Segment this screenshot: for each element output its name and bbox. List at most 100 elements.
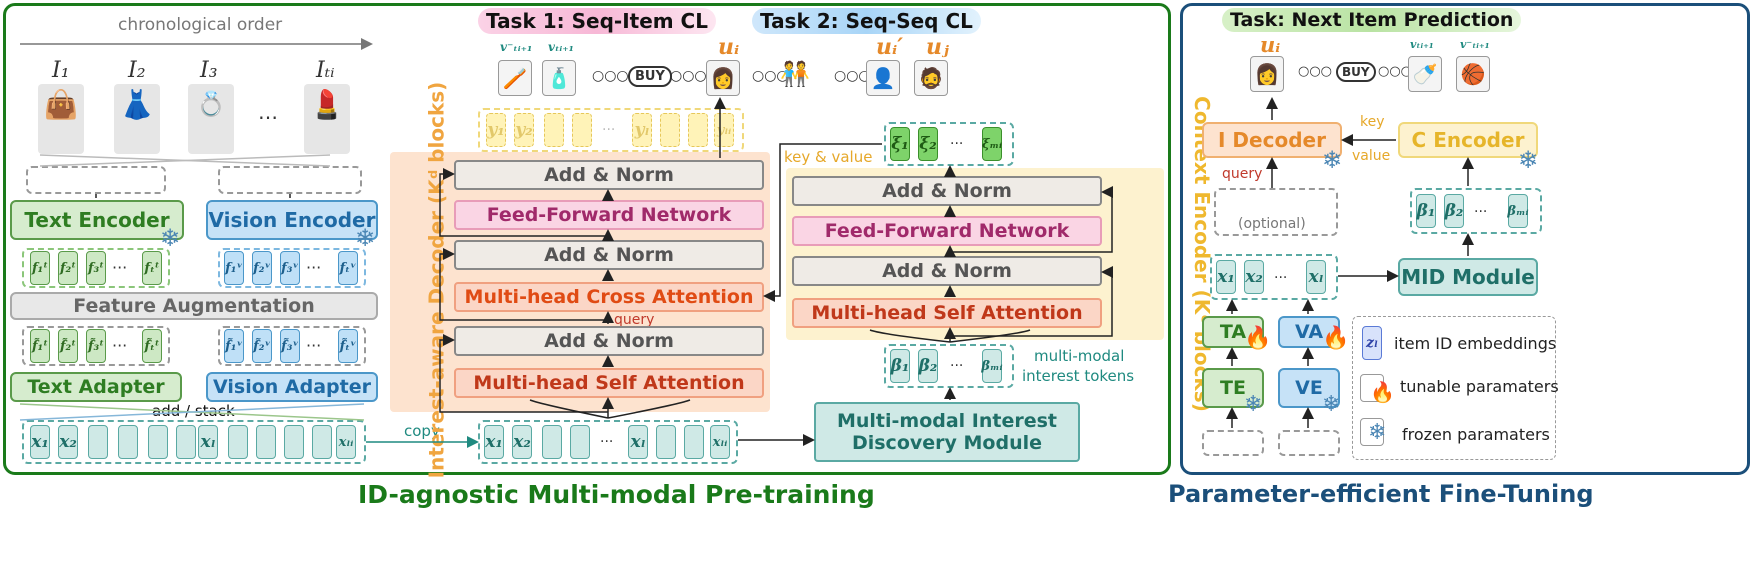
context-token: ξ₂	[918, 127, 938, 161]
item-sequence-group	[22, 420, 366, 464]
interest-token: β₂	[918, 349, 938, 383]
lipstick-icon: 💄	[309, 88, 345, 121]
legend-tunable: tunable paramaters	[1400, 377, 1559, 396]
dots: ○○○	[670, 68, 707, 84]
seq-token	[118, 425, 138, 459]
item-card-earrings: 💍	[188, 84, 234, 154]
optional-id-group	[1214, 188, 1338, 236]
user-icon: 🧔	[918, 66, 944, 90]
rp-item-ellipsis: ···	[1274, 270, 1288, 286]
rp-item-token: x₂	[1244, 260, 1264, 294]
vision-aug-feature: f̃ₜᵛ	[338, 329, 358, 363]
fire-icon: 🔥	[1322, 326, 1350, 351]
text-feature: f₂ᵗ	[58, 251, 78, 285]
text-aug-feature: f̃₁ᵗ	[30, 329, 50, 363]
handbag-icon: 👜	[43, 88, 79, 121]
fire-icon: 🔥	[1244, 326, 1272, 351]
output-token: y₁	[486, 113, 506, 147]
output-tokens-group	[478, 108, 744, 152]
legend-frozen-swatch	[1360, 418, 1384, 446]
context-token: ξ₁	[890, 127, 910, 161]
snowflake-icon: ❄	[160, 224, 181, 252]
copy-label: copy	[404, 422, 440, 440]
connector	[39, 154, 331, 167]
mid-module-line2: Discovery Module	[851, 432, 1043, 454]
output-token	[688, 113, 708, 147]
item-label-3: I₃	[200, 58, 218, 83]
mid-module-line1: Multi-modal Interest	[836, 410, 1058, 432]
key-value-label: key & value	[784, 148, 873, 166]
text-aug-feature: f̃₃ᵗ	[86, 329, 106, 363]
user-icon: 👤	[870, 66, 896, 90]
dots: ○○○	[834, 68, 871, 84]
item-label-1: I₁	[52, 58, 70, 83]
bottle-item: 🍼	[1408, 56, 1442, 92]
item-card-handbag: 👜	[38, 84, 84, 154]
earrings-icon: 💍	[196, 90, 226, 118]
output-token	[572, 113, 592, 147]
toothbrush-icon: 🪥	[502, 66, 528, 90]
decoder-input-token	[542, 425, 562, 459]
seq-token	[284, 425, 304, 459]
optional-label: (optional)	[1238, 216, 1306, 232]
connector	[19, 403, 365, 421]
toothbrush-item: 🪥	[498, 60, 532, 96]
legend-box	[1352, 316, 1556, 460]
decoder-query-label: query	[614, 312, 655, 328]
context-ellipsis: ···	[950, 136, 964, 152]
ball-item: 🏀	[1456, 56, 1490, 92]
dots: ○○○	[752, 68, 789, 84]
decoder-residual	[439, 168, 608, 237]
decoder-residual	[439, 334, 608, 413]
key-label: key	[1360, 114, 1385, 130]
task1-label: Task 1: Seq-Item CL	[478, 8, 716, 34]
legend-frozen: frozen paramaters	[1402, 425, 1550, 444]
user-ui-prime-label: uᵢ′	[876, 34, 904, 60]
rp-pos-label: vₜᵢ₊₁	[1410, 38, 1434, 51]
seq-token: xₗᵢ	[336, 425, 356, 459]
finetuning-panel	[1180, 3, 1750, 475]
item-ellipsis: …	[258, 100, 278, 124]
vision-feature-ellipsis: ···	[306, 258, 322, 277]
pos-item-label: vₜᵢ₊₁	[548, 40, 574, 54]
decoder-ffn: Feed-Forward Network	[454, 200, 764, 230]
task2-label: Task 2: Seq-Seq CL	[752, 8, 981, 34]
add-stack-label: add / stack	[152, 402, 235, 420]
snowflake-icon: ❄	[1518, 146, 1539, 174]
rp-buy-badge: BUY	[1336, 62, 1376, 82]
encoder-add-norm-1: Add & Norm	[792, 256, 1102, 286]
key-value-arrow	[763, 143, 882, 302]
finetuning-title: Parameter-efficient Fine-Tuning	[1168, 480, 1594, 508]
item-card-dress: 👗	[114, 84, 160, 154]
text-feature: fₜᵗ	[142, 251, 162, 285]
seq-token	[256, 425, 276, 459]
user-ui-label: uᵢ	[718, 34, 740, 60]
decoder-input-tokens	[478, 420, 738, 464]
buy-badge: BUY	[628, 66, 672, 87]
item-label-2: I₂	[128, 58, 146, 83]
seq-token: x₂	[58, 425, 78, 459]
snowflake-icon: ❄	[1244, 392, 1263, 417]
decoder-input-token	[570, 425, 590, 459]
decoder-cross-attention: Multi-head Cross Attention	[454, 282, 764, 312]
seq-token	[228, 425, 248, 459]
item-label-t: Iₜᵢ	[316, 58, 335, 83]
vision-encoder-small: VE	[1278, 368, 1340, 408]
dots: ○○○	[592, 68, 629, 84]
vision-aug-feature: f̃₃ᵛ	[280, 329, 300, 363]
rp-user-label: uᵢ	[1260, 32, 1281, 57]
decoder-input-token: x₁	[484, 425, 504, 459]
text-feature-group	[22, 248, 170, 288]
user-j-avatar: 🧔	[914, 60, 948, 96]
vision-adapter: Vision Adapter	[206, 372, 378, 402]
dots: ○○○	[1298, 64, 1333, 79]
rp-text-input	[1202, 430, 1264, 456]
text-aug-feature: f̃ₜᵗ	[142, 329, 162, 363]
snowflake-icon: ❄	[1322, 392, 1341, 417]
text-feature-ellipsis: ···	[112, 258, 128, 277]
rp-item-token: x₁	[1216, 260, 1236, 294]
decoder-input-ellipsis: ···	[600, 434, 614, 450]
output-token	[660, 113, 680, 147]
decoder-input-token	[684, 425, 704, 459]
rp-query-label: query	[1222, 166, 1263, 182]
